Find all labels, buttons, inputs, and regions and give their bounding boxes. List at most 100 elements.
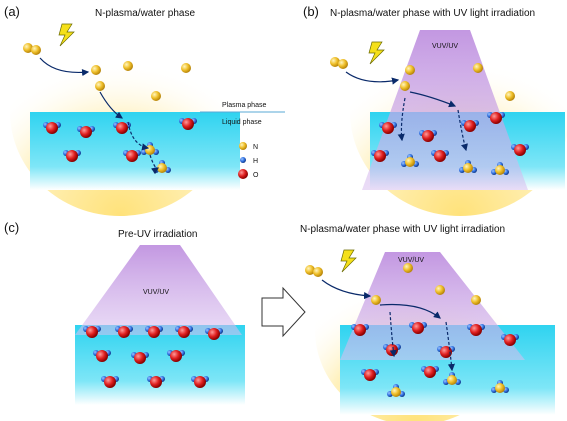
nitrogen-atom [405,157,415,167]
nitrogen-atom [405,65,415,75]
plasma-phase-label: Plasma phase [222,102,266,109]
nitrogen-atom [157,163,167,173]
arrows-layer [39,57,468,372]
reaction-arrow [127,121,150,151]
nitrogen-atom [145,145,155,155]
panel-c-right: N-plasma/water phase with UV light irrad… [300,224,555,421]
molecules-layer [23,23,529,397]
legend-swatch-o [238,169,248,179]
nitrogen-atom [495,165,505,175]
panel-title: N-plasma/water phase with UV light irrad… [300,224,505,235]
reaction-arrow [39,57,90,77]
nitrogen-atom [371,295,381,305]
legend-label-h: H [253,158,258,165]
panel-title: N-plasma/water phase with UV light irrad… [330,8,535,19]
liquid-phase-label: Liquid phase [222,119,262,126]
reaction-arrow [457,109,468,152]
oxygen-atom [46,122,58,134]
lightning-bolt-icon [368,41,385,65]
oxygen-atom [434,150,446,162]
oxygen-atom [86,326,98,338]
transition-arrow [261,286,306,338]
oxygen-atom [80,126,92,138]
oxygen-atom [208,328,220,340]
oxygen-atom [170,350,182,362]
panel-c-left: (c) Pre-UV irradiation VUV/UV [4,220,245,405]
oxygen-atom [364,369,376,381]
reaction-arrow [345,71,400,85]
oxygen-atom [182,118,194,130]
uv-label: VUV/UV [432,43,458,50]
nitrogen-atom [471,295,481,305]
oxygen-atom [440,346,452,358]
oxygen-atom [104,376,116,388]
nitrogen-atom [330,57,340,67]
nitrogen-atom [91,65,101,75]
oxygen-atom [66,150,78,162]
uv-label: VUV/UV [398,257,424,264]
nitrogen-atom [338,59,348,69]
oxygen-atom [148,326,160,338]
oxygen-atom [178,326,190,338]
nitrogen-atom [305,265,315,275]
water-layer [75,325,245,405]
nitrogen-atom [31,45,41,55]
oxygen-atom [504,334,516,346]
legend-label-o: O [253,172,259,179]
oxygen-atom [150,376,162,388]
reaction-arrow [409,91,457,108]
lightning-bolt-icon [340,249,357,273]
legend-label-n: N [253,144,258,151]
nitrogen-atom [181,63,191,73]
oxygen-atom [134,352,146,364]
oxygen-atom [96,350,108,362]
nitrogen-atom [463,163,473,173]
oxygen-atom [382,122,394,134]
nitrogen-atom [505,91,515,101]
nitrogen-atom [447,375,457,385]
panel-letter: (c) [4,220,19,235]
reaction-arrow [149,154,159,175]
oxygen-atom [118,326,130,338]
uv-beam [362,30,528,190]
nitrogen-atom [403,263,413,273]
panel-letter: (b) [303,4,319,19]
oxygen-atom [194,376,206,388]
oxygen-atom [470,324,482,336]
oxygen-atom [422,130,434,142]
reaction-arrow [321,279,372,300]
legend-swatch-n [239,142,247,150]
panel-title: Pre-UV irradiation [118,229,197,240]
oxygen-atom [464,120,476,132]
oxygen-atom [424,366,436,378]
panel-letter: (a) [4,4,20,19]
nitrogen-atom [400,81,410,91]
oxygen-atom [514,144,526,156]
nitrogen-atom [151,91,161,101]
nitrogen-atom [391,387,401,397]
panel-a: (a) N-plasma/water phase Plasma phase Li… [4,4,285,216]
uv-label: VUV/UV [143,289,169,296]
nitrogen-atom [95,81,105,91]
oxygen-atom [490,112,502,124]
reaction-arrow [99,91,123,119]
oxygen-atom [126,150,138,162]
nitrogen-atom [313,267,323,277]
oxygen-atom [374,150,386,162]
reaction-arrow [445,321,455,372]
nitrogen-atom [23,43,33,53]
lightning-bolt-icon [58,23,75,47]
legend-swatch-h [240,157,246,163]
oxygen-atom [412,322,424,334]
nitrogen-atom [435,285,445,295]
oxygen-atom [116,122,128,134]
legend: N H O [238,142,259,179]
nitrogen-atom [495,383,505,393]
panel-title: N-plasma/water phase [95,8,195,19]
uv-beam [75,245,242,335]
nitrogen-atom [473,63,483,73]
oxygen-atom [354,324,366,336]
nitrogen-atom [123,61,133,71]
reaction-arrow [389,311,397,358]
